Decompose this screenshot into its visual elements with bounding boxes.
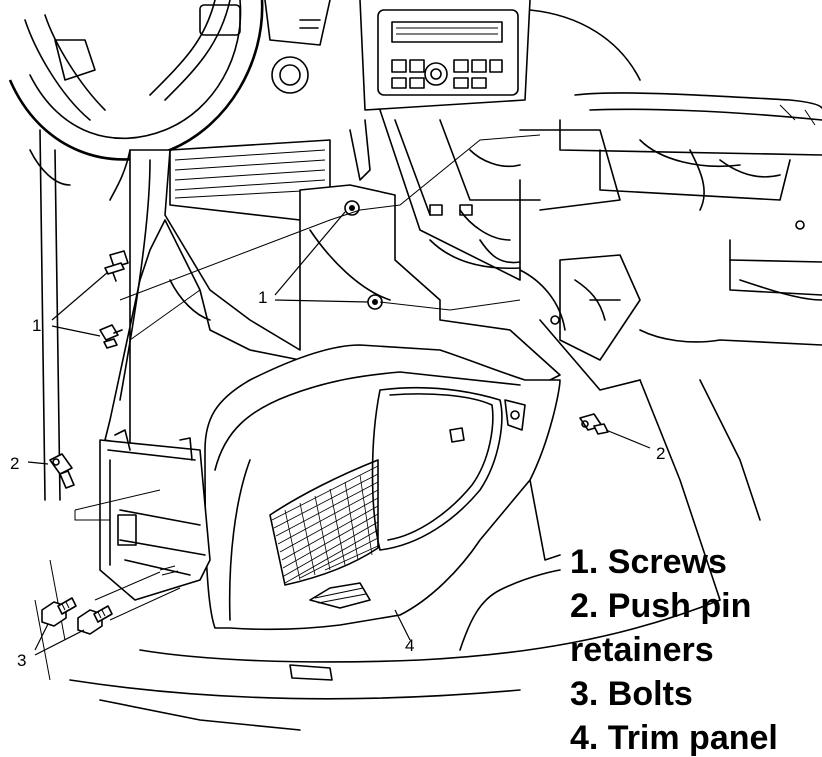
legend-item-trim-panel: 4. Trim panel (570, 719, 778, 757)
callout-4: 4 (405, 636, 414, 655)
screw-left-lower-icon (99, 324, 123, 349)
mesh-grille (271, 465, 379, 584)
callout-1-center: 1 (258, 288, 267, 307)
push-pin-left-icon (49, 453, 75, 489)
callout-3: 3 (17, 651, 26, 670)
lower-bracket (99, 429, 211, 601)
leader-lines (27, 134, 651, 656)
screw-left-upper-icon (104, 250, 129, 282)
legend-item-bolts: 3. Bolts (570, 675, 693, 713)
radio-unit (359, 0, 531, 111)
ignition-area (264, 0, 331, 94)
dashboard-right (529, 9, 822, 346)
callout-1-left: 1 (32, 316, 41, 335)
callout-2-right: 2 (656, 444, 665, 463)
hvac-harness (349, 109, 641, 361)
push-pin-right-icon (579, 413, 609, 435)
legend: 1. Screws 2. Push pin retainers 3. Bolts… (570, 543, 778, 757)
legend-item-screws: 1. Screws (570, 543, 727, 581)
bolt-right-icon (77, 605, 113, 635)
callout-2-left: 2 (10, 454, 19, 473)
steering-wheel (8, 0, 264, 161)
floor-lines (34, 319, 761, 731)
legend-item-retainers: retainers (570, 631, 714, 669)
bolt-left-icon (41, 597, 77, 627)
trim-panel (204, 344, 561, 631)
screw-center-lower-icon (367, 294, 383, 310)
legend-item-push-pin: 2. Push pin (570, 587, 751, 625)
